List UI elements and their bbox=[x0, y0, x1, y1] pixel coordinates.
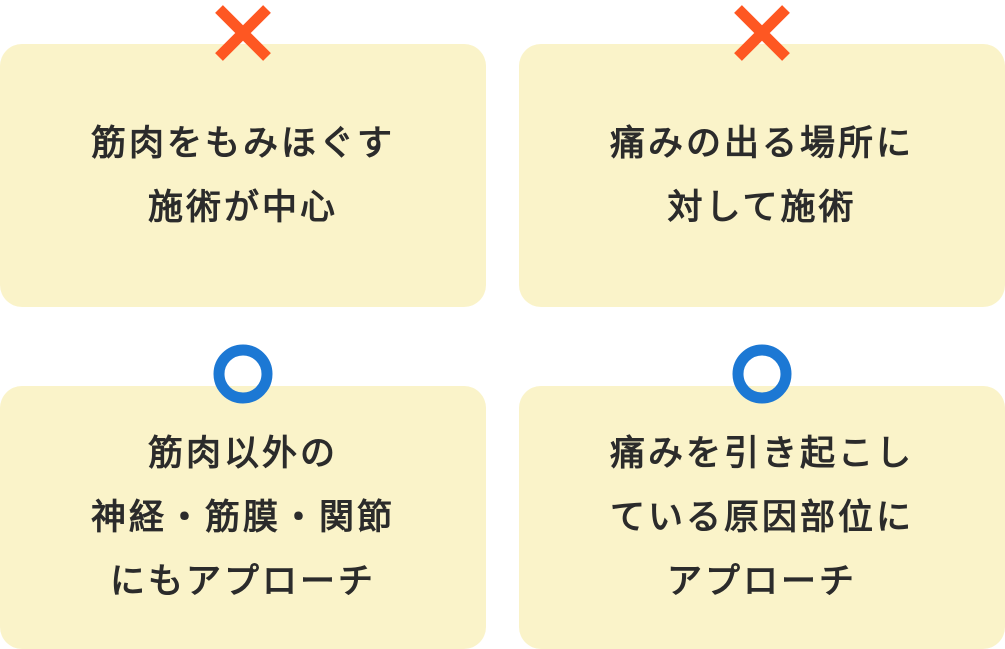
card-bad-pain-site: 痛みの出る場所に 対して施術 bbox=[519, 44, 1005, 307]
cross-icon bbox=[734, 5, 790, 61]
circle-icon bbox=[732, 344, 792, 404]
circle-icon bbox=[213, 344, 273, 404]
card-text: 対して施術 bbox=[667, 187, 857, 228]
card-text: 施術が中心 bbox=[147, 187, 338, 228]
cross-icon bbox=[215, 5, 271, 61]
card-text: 神経・筋膜・関節 bbox=[90, 497, 395, 538]
card-text: ている原因部位に bbox=[609, 497, 914, 538]
card-text: 痛みの出る場所に bbox=[609, 123, 914, 164]
card-text: 痛みを引き起こし bbox=[609, 433, 914, 474]
card-good-beyond-muscle: 筋肉以外の 神経・筋膜・関節 にもアプローチ bbox=[0, 386, 486, 649]
card-good-root-cause: 痛みを引き起こし ている原因部位に アプローチ bbox=[519, 386, 1005, 649]
card-text: アプローチ bbox=[666, 561, 857, 602]
card-text: 筋肉以外の bbox=[147, 433, 338, 474]
card-text: にもアプローチ bbox=[109, 561, 376, 602]
card-bad-muscle-massage: 筋肉をもみほぐす 施術が中心 bbox=[0, 44, 486, 307]
card-text: 筋肉をもみほぐす bbox=[90, 123, 395, 164]
